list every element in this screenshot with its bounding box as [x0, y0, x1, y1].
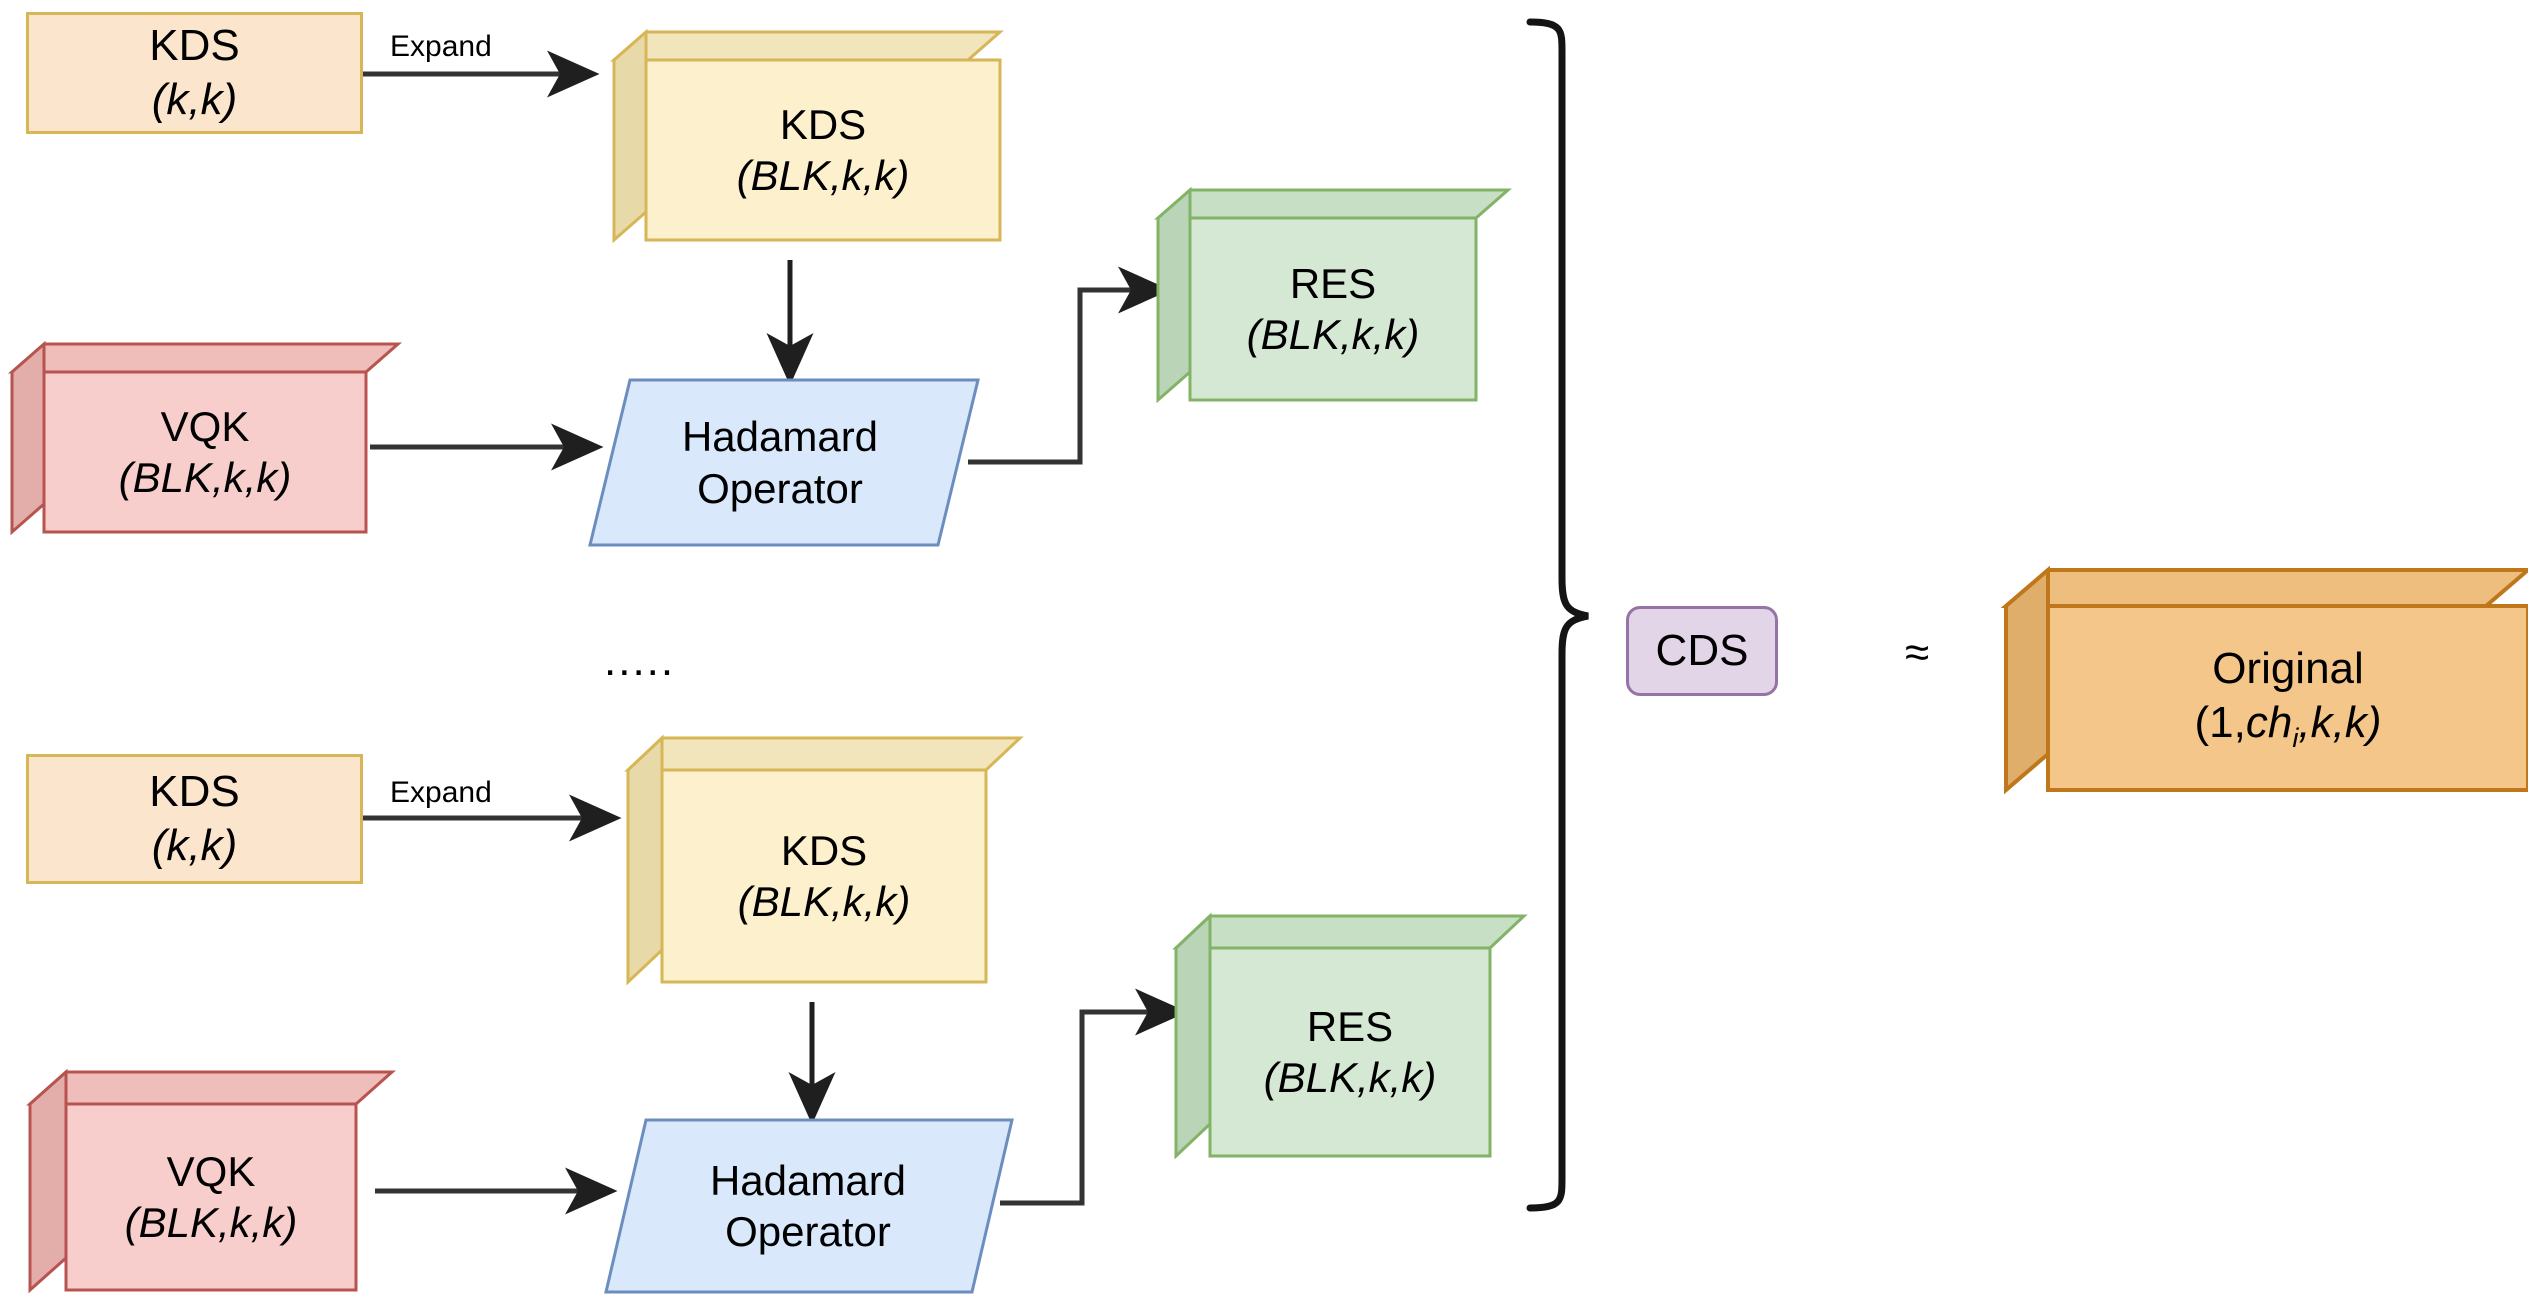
edge-hadamard-to-res-bottom: [1000, 988, 1188, 1206]
hadamard-line1-top: Hadamard: [681, 413, 879, 461]
res-line2-bottom: (BLK,k,k): [1263, 1054, 1437, 1101]
ellipsis-separator: .....: [604, 636, 676, 685]
hadamard-line1-bottom: Hadamard: [709, 1156, 907, 1204]
original-line2-var: ch: [2245, 697, 2293, 747]
kds-expanded-line2-bottom: (BLK,k,k): [737, 878, 911, 925]
expand-label-bottom: Expand: [390, 776, 492, 809]
vqk-line2-top: (BLK,k,k): [118, 454, 292, 501]
res-line1-bottom: RES: [1306, 1002, 1394, 1050]
original-line2: (1,chi,k,k): [2194, 696, 2381, 754]
kds-source-box-top[interactable]: KDS (k,k): [26, 12, 363, 134]
right-curly-brace-icon: [1526, 18, 1589, 1212]
res-label-top[interactable]: RES (BLK,k,k): [1190, 218, 1476, 400]
vqk-line1-bottom: VQK: [166, 1147, 256, 1195]
original-line2-prefix: (1,: [2194, 697, 2246, 747]
kds-source-label-top: KDS (k,k): [29, 15, 360, 131]
edge-hadamard-to-res-top: [968, 266, 1171, 465]
original-line2-subscript: i: [2292, 721, 2299, 753]
hadamard-line2-top: Operator: [697, 464, 863, 512]
original-line1: Original: [2212, 644, 2364, 694]
kds-source-line2-top: (k,k): [151, 75, 238, 124]
kds-source-box-bottom[interactable]: KDS (k,k): [26, 754, 363, 884]
original-line2-suffix: ,k,k): [2298, 697, 2382, 747]
kds-source-line1-top: KDS: [149, 21, 240, 71]
cds-label-wrap: CDS: [1629, 609, 1775, 693]
cds-label: CDS: [1655, 626, 1749, 676]
vqk-line1-top: VQK: [160, 402, 250, 450]
res-line2-top: (BLK,k,k): [1246, 311, 1420, 358]
kds-source-line2-bottom: (k,k): [151, 821, 238, 870]
hadamard-label-bottom[interactable]: Hadamard Operator: [618, 1120, 998, 1292]
hadamard-line2-bottom: Operator: [725, 1208, 891, 1255]
kds-expanded-line1-top: KDS: [779, 100, 867, 148]
kds-expanded-line1-bottom: KDS: [780, 826, 868, 874]
vqk-label-top[interactable]: VQK (BLK,k,k): [44, 372, 366, 532]
cds-box[interactable]: CDS: [1626, 606, 1778, 696]
kds-expanded-label-bottom[interactable]: KDS (BLK,k,k): [662, 770, 986, 982]
kds-expanded-line2-top: (BLK,k,k): [736, 152, 910, 199]
original-label[interactable]: Original (1,chi,k,k): [2048, 606, 2528, 790]
kds-expanded-label-top[interactable]: KDS (BLK,k,k): [646, 60, 1000, 240]
kds-source-line1-bottom: KDS: [149, 767, 240, 817]
vqk-line2-bottom: (BLK,k,k): [124, 1199, 298, 1246]
res-line1-top: RES: [1289, 259, 1377, 307]
hadamard-label-top[interactable]: Hadamard Operator: [600, 380, 960, 545]
kds-source-label-bottom: KDS (k,k): [29, 757, 360, 881]
expand-label-top: Expand: [390, 30, 492, 63]
vqk-label-bottom[interactable]: VQK (BLK,k,k): [66, 1104, 356, 1290]
res-label-bottom[interactable]: RES (BLK,k,k): [1210, 948, 1490, 1156]
approx-symbol: ≈: [1905, 628, 1930, 677]
